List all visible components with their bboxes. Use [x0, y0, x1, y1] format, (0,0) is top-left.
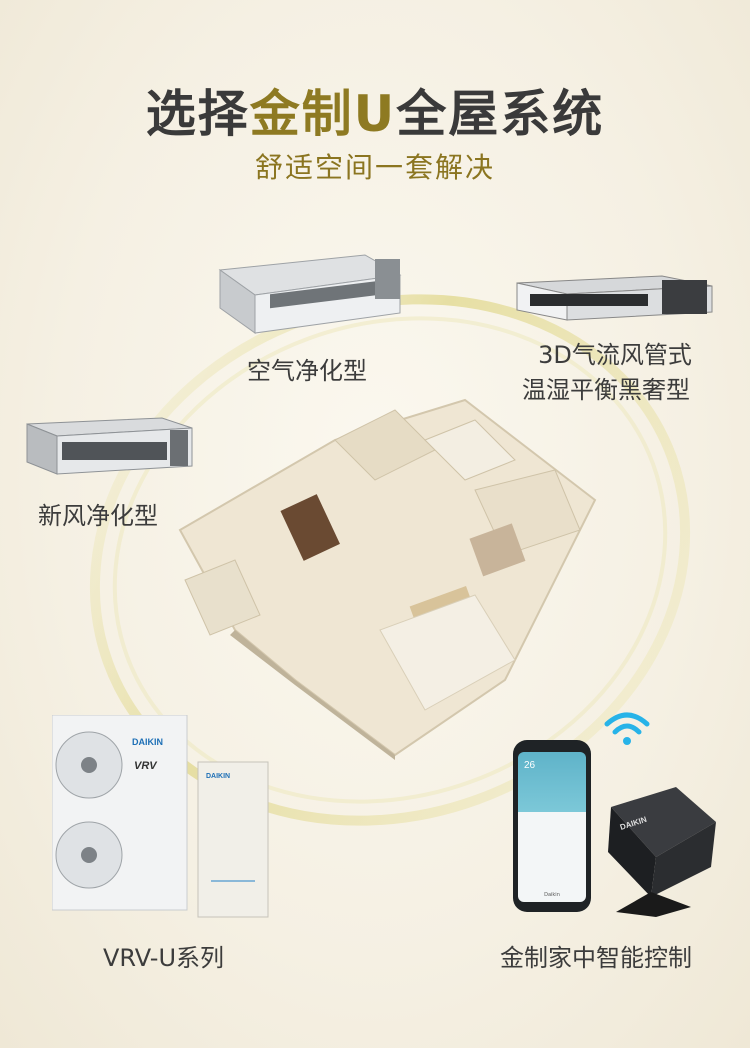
vrv-label: VRV-U系列 — [103, 944, 225, 972]
vrv-indoor-unit-image: DAIKIN — [197, 761, 269, 918]
smartphone-image: 26 Daikin — [513, 740, 591, 912]
ducted-black-unit-image — [516, 275, 713, 321]
air-purify-label: 空气净化型 — [247, 357, 367, 385]
title-accent: 金制U — [249, 85, 397, 143]
page-title: 选择金制U全屋系统 — [0, 74, 750, 146]
smart-control-label: 金制家中智能控制 — [500, 944, 692, 972]
fresh-air-unit-image — [26, 417, 193, 475]
phone-screen: 26 Daikin — [518, 752, 586, 902]
svg-text:DAIKIN: DAIKIN — [206, 773, 230, 780]
page-subtitle: 舒适空间一套解决 — [254, 151, 495, 184]
ducted-black-label-1: 3D气流风管式 — [538, 341, 692, 369]
air-purify-unit-image — [218, 254, 402, 334]
title-part2: 全屋系统 — [396, 85, 605, 143]
phone-temperature: 26 — [524, 760, 536, 771]
fresh-air-label: 新风净化型 — [38, 502, 158, 530]
vrv-model-text: VRV — [134, 760, 158, 772]
ducted-black-label-2: 温湿平衡黑奢型 — [522, 376, 690, 404]
phone-app-label: Daikin — [544, 892, 560, 898]
title-part1: 选择 — [145, 85, 250, 143]
vrv-outdoor-unit-image: DAIKIN VRV — [52, 715, 188, 911]
smart-gateway-image: DAIKIN — [608, 787, 716, 917]
wifi-icon — [604, 712, 650, 745]
vrv-logo-text: DAIKIN — [132, 737, 163, 747]
house-floorplan-image — [178, 398, 597, 760]
